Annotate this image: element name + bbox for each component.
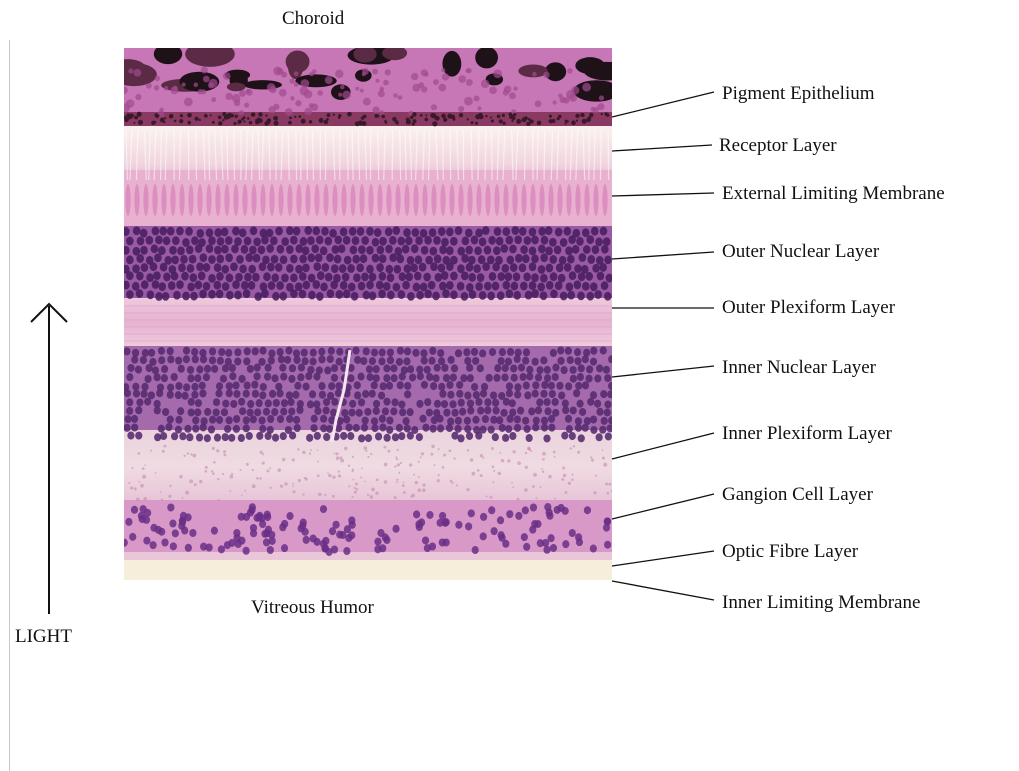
layer-label-optic-fibre: Optic Fibre Layer xyxy=(722,541,858,563)
layer-label-inner-limiting-membrane: Inner Limiting Membrane xyxy=(722,592,920,614)
choroid-label: Choroid xyxy=(282,8,344,30)
layer-label-outer-nuclear: Outer Nuclear Layer xyxy=(722,241,879,263)
layer-label-inner-nuclear: Inner Nuclear Layer xyxy=(722,357,876,379)
layer-label-pigment-epithelium: Pigment Epithelium xyxy=(722,83,875,105)
layer-label-receptor: Receptor Layer xyxy=(719,135,837,157)
vitreous-humor-label: Vitreous Humor xyxy=(251,597,374,619)
leader-lines xyxy=(612,92,714,600)
light-label: LIGHT xyxy=(15,626,72,648)
layer-label-outer-plexiform: Outer Plexiform Layer xyxy=(722,297,895,319)
layer-label-inner-plexiform: Inner Plexiform Layer xyxy=(722,423,892,445)
layer-label-ganglion-cell: Gangion Cell Layer xyxy=(722,484,873,506)
layer-label-external-limiting-membrane: External Limiting Membrane xyxy=(722,183,945,205)
light-direction-arrow xyxy=(31,304,67,614)
